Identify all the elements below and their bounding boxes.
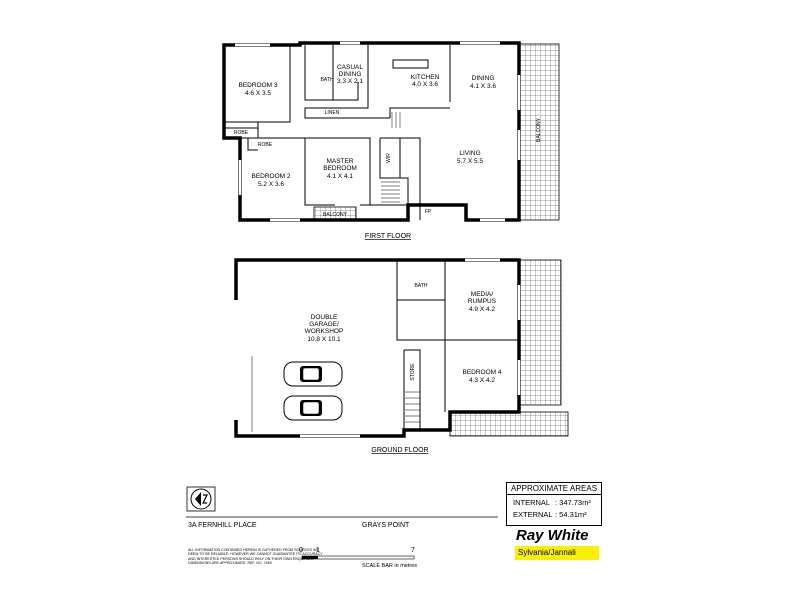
room-label-bedroom4: BEDROOM 4 <box>462 369 501 376</box>
ground-floor-stairs <box>405 391 420 423</box>
room-dims-media: 4.9 X 4.2 <box>469 306 495 313</box>
north-arrow-icon <box>186 486 216 512</box>
room-dims-garage: 10.8 X 10.1 <box>307 336 341 343</box>
room-label-wir: WIR <box>386 153 392 163</box>
room-label-bath1: BATH <box>321 77 334 83</box>
car-icon-1 <box>283 361 343 387</box>
balcony-deck-right <box>518 43 560 221</box>
areas-external-label: EXTERNAL <box>513 510 553 519</box>
first-floor-windows <box>235 41 521 222</box>
room-label-garage-1: DOUBLE <box>311 314 338 321</box>
scale-tick-0: 0 <box>299 547 303 554</box>
ground-deck-right <box>518 259 562 406</box>
room-dims-bedroom2: 5.2 X 3.6 <box>258 181 284 188</box>
room-label-media-1: MEDIA/ <box>471 291 494 298</box>
property-suburb: GRAYS POINT <box>362 522 410 529</box>
room-dims-casual: 3.3 X 2.1 <box>337 78 363 85</box>
room-label-casual-1: CASUAL <box>337 64 363 71</box>
room-label-balcony2: BALCONY <box>323 212 348 218</box>
ground-floor-interior-walls <box>396 260 519 430</box>
room-label-master-2: BEDROOM <box>323 165 357 172</box>
room-label-garage-3: WORKSHOP <box>305 328 344 335</box>
ground-floor-outer-wall <box>234 258 521 438</box>
room-label-media-2: RUMPUS <box>468 298 497 305</box>
room-label-bath2: BATH <box>415 283 428 289</box>
room-label-living: LIVING <box>459 150 480 157</box>
room-dims-master: 4.1 X 4.1 <box>327 173 353 180</box>
room-dims-bedroom4: 4.3 X 4.2 <box>469 377 495 384</box>
ground-deck-bottom <box>449 411 569 437</box>
room-label-robe2: ROBE <box>258 142 273 148</box>
areas-internal-label: INTERNAL <box>513 498 551 507</box>
scale-bar <box>301 555 415 560</box>
room-label-casual-2: DINING <box>339 71 362 78</box>
room-dims-dining: 4.1 X 3.6 <box>470 83 496 90</box>
ground-floor: DOUBLE GARAGE/ WORKSHOP 10.8 X 10.1 BATH… <box>234 258 569 454</box>
room-label-bedroom3: BEDROOM 3 <box>238 82 277 89</box>
room-label-kitchen: KITCHEN <box>411 74 440 81</box>
room-label-dining: DINING <box>472 75 495 82</box>
room-label-balcony1: BALCONY <box>536 117 542 142</box>
disclaimer-text: ALL INFORMATION CONTAINED HEREIN IS GATH… <box>188 548 323 566</box>
car-icon-2 <box>283 395 343 421</box>
room-label-fp: FP <box>425 209 432 215</box>
first-floor-outer-wall <box>222 41 521 222</box>
brand-office: Sylvania/Jannali <box>515 546 599 560</box>
first-floor-interior-walls <box>224 45 451 220</box>
areas-internal-value: : 347.73m² <box>555 498 591 507</box>
approximate-areas-box: APPROXIMATE AREAS INTERNAL : 347.73m² EX… <box>506 482 602 526</box>
room-dims-living: 5.7 X 5.5 <box>457 158 483 165</box>
ground-floor-windows <box>300 258 521 438</box>
room-label-garage-2: GARAGE/ <box>309 321 339 328</box>
areas-external-value: : 54.31m² <box>555 510 587 519</box>
areas-title: APPROXIMATE AREAS <box>507 484 601 495</box>
kitchen-island <box>392 59 429 69</box>
property-address: 3A FERNHILL PLACE <box>188 522 257 529</box>
room-label-linen: LINEN <box>325 110 340 116</box>
scale-tick-1: 1 <box>316 547 320 554</box>
balcony-deck-master <box>313 206 357 220</box>
room-dims-bedroom3: 4.6 X 3.5 <box>245 90 271 97</box>
first-floor: BEDROOM 3 4.6 X 3.5 BATH CASUAL DINING 3… <box>222 41 560 240</box>
room-label-store: STORE <box>410 363 416 381</box>
ray-white-logo: Ray White <box>516 527 589 544</box>
room-label-robe1: ROBE <box>234 130 249 136</box>
scale-tick-7: 7 <box>411 547 415 554</box>
room-label-master-1: MASTER <box>326 158 353 165</box>
first-floor-title: FIRST FLOOR <box>365 233 411 240</box>
ground-floor-title: GROUND FLOOR <box>371 447 428 454</box>
room-dims-kitchen: 4.0 X 3.6 <box>412 81 438 88</box>
first-floor-stairs <box>381 112 401 203</box>
scale-label: SCALE BAR in metres <box>362 563 418 569</box>
room-label-bedroom2: BEDROOM 2 <box>251 173 290 180</box>
